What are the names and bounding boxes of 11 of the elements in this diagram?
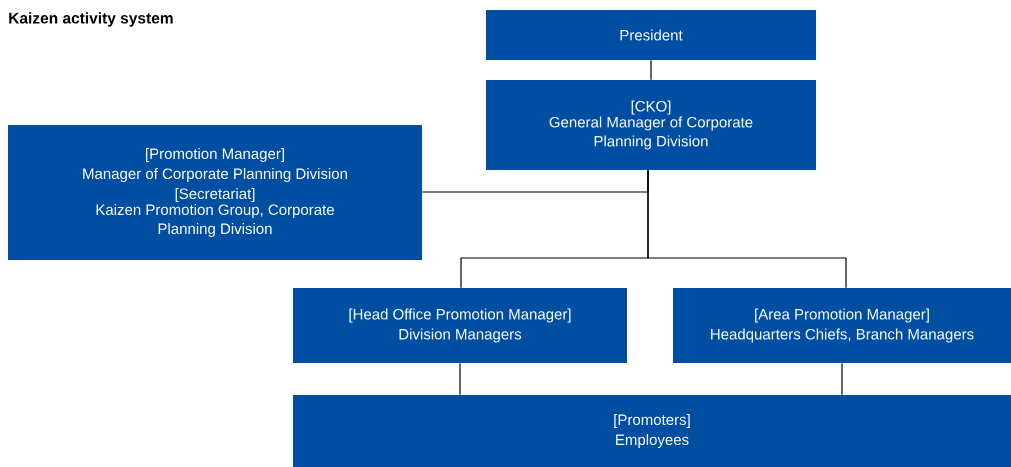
connector-line — [647, 169, 847, 289]
connector-line — [459, 362, 461, 396]
org-box: [Head Office Promotion Manager] Division Managers — [293, 288, 627, 363]
org-box: [Promoters] Employees — [293, 395, 1011, 467]
org-box: [Area Promotion Manager] Headquarters Chiefs, Branch Managers — [673, 288, 1011, 363]
title: Kaizen activity system — [9, 12, 173, 27]
org-box: President — [486, 10, 816, 60]
connector-line — [841, 362, 843, 396]
org-box: [CKO] General Manager of Corporate Planning Division — [486, 80, 816, 170]
org-box: [Promotion Manager] Manager of Corporate Planning Division [Secretariat] Kaizen Promotion Group, Corporate Planning Division — [8, 125, 422, 260]
connector-line — [650, 59, 652, 81]
